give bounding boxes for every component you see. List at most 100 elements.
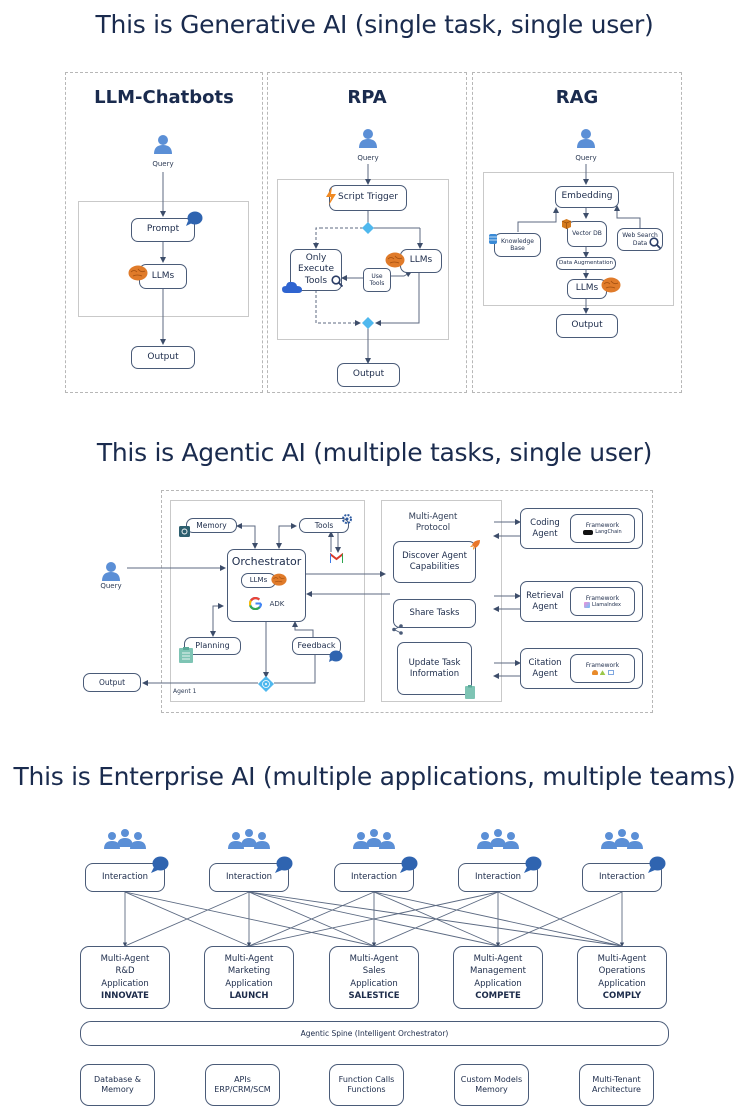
memory-chip-icon bbox=[179, 526, 190, 537]
clipboard-icon bbox=[465, 685, 475, 699]
orchestrator-label: Orchestrator bbox=[231, 555, 302, 568]
rag-inner-frame bbox=[483, 172, 674, 306]
enterprise-ai-title: This is Enterprise AI (multiple applicat… bbox=[13, 762, 736, 791]
llm-chatbots-title: LLM-Chatbots bbox=[94, 87, 234, 108]
multi-agent-protocol-title: Multi-Agent Protocol bbox=[408, 512, 458, 534]
foundation-line2: ERP/CRM/SCM bbox=[214, 1085, 271, 1094]
interaction-app-link bbox=[124, 891, 250, 947]
langchain-logo: LangChain bbox=[583, 529, 622, 535]
brain-icon bbox=[128, 265, 148, 281]
agentic-spine-bar: Agentic Spine (Intelligent Orchestrator) bbox=[80, 1021, 669, 1046]
llms-node: LLMs bbox=[241, 573, 276, 588]
gmail-icon bbox=[330, 553, 343, 563]
foundation-function-calls: Function Calls Functions bbox=[329, 1064, 404, 1106]
chat-bubble-icon bbox=[151, 856, 169, 873]
update-task-information-node: Update Task Information bbox=[397, 642, 472, 695]
cube-icon bbox=[561, 219, 572, 229]
cloud-icon bbox=[282, 281, 302, 293]
foundation-line1: Custom Models bbox=[460, 1075, 523, 1084]
magnifier-icon bbox=[331, 275, 343, 287]
application-line3: Application bbox=[350, 978, 398, 989]
interaction-app-link bbox=[124, 891, 250, 947]
chat-bubble-icon bbox=[186, 211, 203, 226]
output-node: Output bbox=[337, 363, 400, 387]
coding-agent-label: Coding Agent bbox=[530, 517, 560, 539]
interaction-app-link bbox=[497, 891, 623, 947]
llms-node: LLMs bbox=[139, 264, 187, 289]
share-tasks-node: Share Tasks bbox=[393, 599, 476, 628]
agentic-ai-title: This is Agentic AI (multiple tasks, sing… bbox=[96, 438, 653, 467]
application-line1: Multi-Agent bbox=[349, 953, 399, 964]
application-name: COMPLY bbox=[602, 990, 642, 1001]
magnifier-icon bbox=[649, 237, 661, 249]
team-icon bbox=[104, 829, 146, 849]
user-icon bbox=[102, 562, 120, 581]
application-line2: R&D bbox=[115, 966, 135, 977]
memory-node: Memory bbox=[186, 518, 237, 533]
application-line2: Operations bbox=[598, 966, 646, 977]
brain-icon bbox=[601, 277, 621, 293]
retrieval-framework-box: Framework LlamaIndex bbox=[570, 587, 635, 616]
agent-1-frame bbox=[170, 500, 365, 702]
llamaindex-logo: LlamaIndex bbox=[584, 602, 621, 609]
query-label: Query bbox=[100, 582, 122, 590]
interaction-app-link bbox=[124, 891, 375, 947]
interaction-app-link bbox=[248, 891, 499, 947]
query-label: Query bbox=[152, 160, 174, 168]
chat-bubble-icon bbox=[524, 856, 542, 873]
application-name: LAUNCH bbox=[229, 990, 269, 1001]
chat-bubble-icon bbox=[329, 650, 343, 662]
clipboard-icon bbox=[179, 647, 193, 663]
application-line1: Multi-Agent bbox=[224, 953, 274, 964]
discover-capabilities-node: Discover Agent Capabilities bbox=[393, 541, 476, 583]
google-icon bbox=[249, 597, 262, 610]
application-line3: Application bbox=[225, 978, 273, 989]
interaction-app-link bbox=[373, 891, 623, 947]
interaction-node: Interaction bbox=[582, 863, 662, 892]
brain-icon bbox=[385, 252, 405, 268]
rag-panel bbox=[472, 72, 682, 393]
framework-logo-icon bbox=[607, 670, 614, 676]
rocket-icon bbox=[470, 540, 480, 550]
llm-chatbots-panel bbox=[65, 72, 263, 393]
interaction-app-link bbox=[373, 891, 499, 947]
foundation-custom-models: Custom Models Memory bbox=[454, 1064, 529, 1106]
foundation-apis: APIs ERP/CRM/SCM bbox=[205, 1064, 280, 1106]
generative-ai-title: This is Generative AI (single task, sing… bbox=[95, 10, 654, 39]
rpa-panel bbox=[267, 72, 467, 393]
application-line1: Multi-Agent bbox=[597, 953, 647, 964]
team-icon bbox=[477, 829, 519, 849]
interaction-app-link bbox=[248, 891, 623, 947]
user-icon bbox=[577, 129, 595, 148]
interaction-node: Interaction bbox=[209, 863, 289, 892]
lightning-icon bbox=[326, 187, 336, 205]
rpa-inner-frame bbox=[277, 179, 449, 340]
interaction-app-link bbox=[497, 891, 623, 947]
planning-node: Planning bbox=[184, 637, 241, 655]
citation-agent-label: Citation Agent bbox=[528, 657, 562, 679]
adk-label: ADK bbox=[269, 600, 285, 608]
llm-chatbots-inner-frame bbox=[78, 201, 249, 317]
team-icon bbox=[353, 829, 395, 849]
framework-logo-icon bbox=[599, 670, 606, 676]
multi-agent-protocol-frame bbox=[381, 500, 502, 702]
output-node: Output bbox=[83, 673, 141, 692]
chat-bubble-icon bbox=[400, 856, 418, 873]
brain-network-icon bbox=[262, 680, 270, 688]
foundation-line1: Database & bbox=[94, 1075, 141, 1084]
framework-label: Framework bbox=[585, 661, 620, 669]
foundation-line2: Architecture bbox=[592, 1085, 641, 1094]
embedding-node: Embedding bbox=[555, 186, 619, 208]
framework-label: Framework bbox=[585, 521, 620, 529]
interaction-app-link bbox=[248, 891, 375, 947]
chat-bubble-icon bbox=[648, 856, 666, 873]
application-line3: Application bbox=[598, 978, 646, 989]
output-node: Output bbox=[131, 346, 195, 369]
foundation-database-memory: Database & Memory bbox=[80, 1064, 155, 1106]
foundation-multi-tenant: Multi-Tenant Architecture bbox=[579, 1064, 654, 1106]
interaction-app-link bbox=[248, 891, 499, 947]
retrieval-agent-label: Retrieval Agent bbox=[526, 590, 564, 612]
application-line3: Application bbox=[101, 978, 149, 989]
prompt-node: Prompt bbox=[131, 218, 195, 242]
